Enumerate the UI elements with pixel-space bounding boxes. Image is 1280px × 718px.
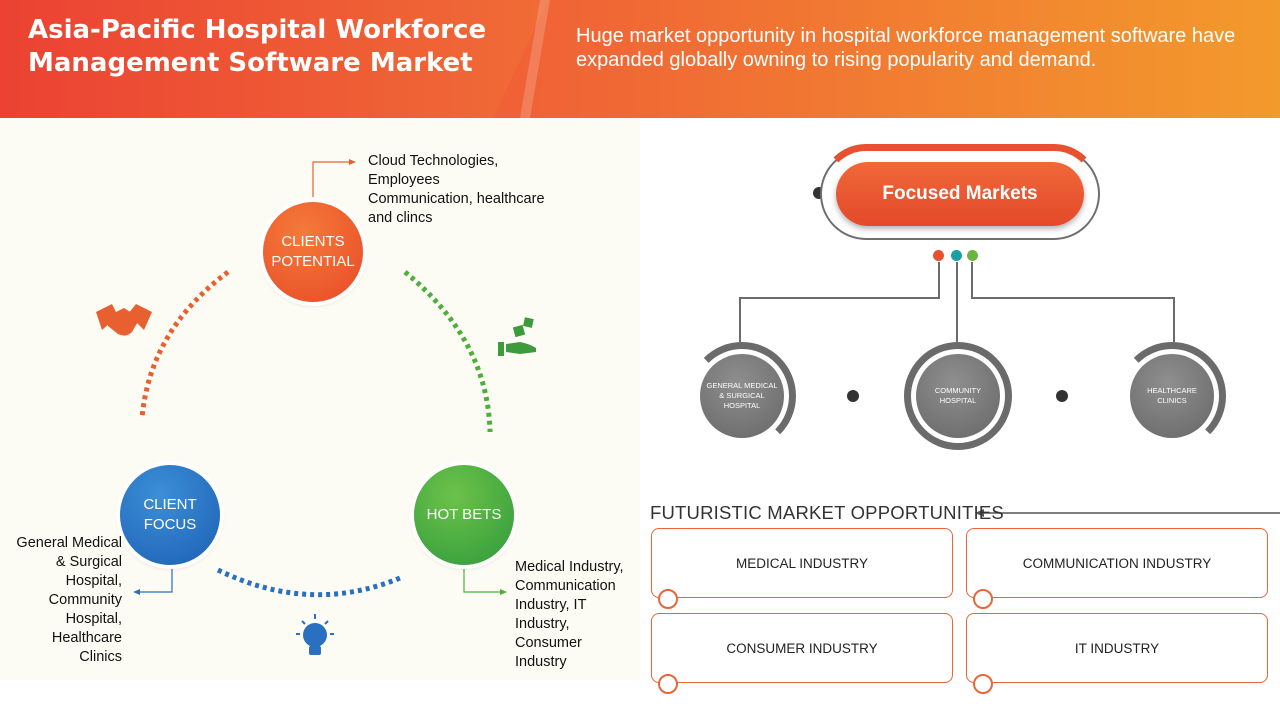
dot-teal <box>951 250 962 261</box>
opportunity-ring <box>658 589 678 609</box>
market-general-hospital: GENERAL MEDICAL & SURGICAL HOSPITAL <box>700 354 784 438</box>
dot-green <box>967 250 978 261</box>
money-dice-icon <box>498 317 536 356</box>
opportunity-ring <box>973 589 993 609</box>
client-focus-circle: CLIENT FOCUS <box>120 465 220 565</box>
dot-red <box>933 250 944 261</box>
green-dotted-arc <box>403 270 493 433</box>
opportunity-ring <box>658 674 678 694</box>
handshake-icon <box>96 304 152 336</box>
focused-markets-arc <box>820 144 1100 236</box>
separator-dot-2 <box>1056 390 1068 402</box>
hot-bets-circle: HOT BETS <box>414 465 514 565</box>
separator-dot-1 <box>847 390 859 402</box>
clients-potential-circle: CLIENTS POTENTIAL <box>263 202 363 302</box>
lightbulb-icon <box>296 614 334 655</box>
orange-dotted-arc <box>139 269 230 419</box>
page-title: Asia-Pacific Hospital Workforce Manageme… <box>28 15 487 78</box>
header-title-panel <box>0 0 548 118</box>
clients-potential-note: Cloud Technologies, Employees Communicat… <box>368 153 545 226</box>
blue-dotted-arc <box>216 567 401 598</box>
opportunity-consumer: CONSUMER INDUSTRY <box>651 613 953 683</box>
opportunity-medical: MEDICAL INDUSTRY <box>651 528 953 598</box>
page-subtitle: Huge market opportunity in hospital work… <box>576 25 1236 71</box>
client-focus-connector <box>133 568 173 595</box>
focused-markets-title: Focused Markets <box>836 162 1084 226</box>
opportunity-ring <box>973 674 993 694</box>
client-focus-note: General Medical & Surgical Hospital, Com… <box>16 535 122 665</box>
opportunity-it: IT INDUSTRY <box>966 613 1268 683</box>
hot-bets-note: Medical Industry, Communication Industry… <box>515 559 624 670</box>
opportunity-communication: COMMUNICATION INDUSTRY <box>966 528 1268 598</box>
clients-potential-connector <box>312 159 356 197</box>
futuristic-title: FUTURISTIC MARKET OPPORTUNITIES <box>650 502 1004 523</box>
market-healthcare-clinics: HEALTHCARE CLINICS <box>1130 354 1214 438</box>
futuristic-arrow <box>975 509 1280 517</box>
hot-bets-connector <box>463 568 507 595</box>
market-community-hospital: COMMUNITY HOSPITAL <box>916 354 1000 438</box>
markets-tree-lines <box>739 262 1175 342</box>
